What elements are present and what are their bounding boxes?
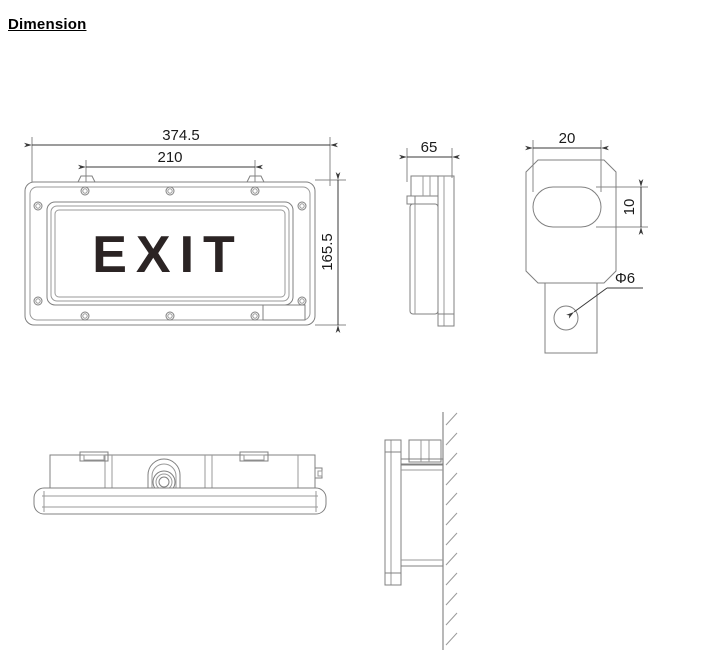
- page-title: Dimension: [8, 16, 87, 33]
- side-view: 65: [399, 139, 460, 327]
- screw-top-right: [250, 186, 260, 196]
- front-view: 374.5 210 165.5 EXIT: [24, 127, 346, 333]
- screw-group-front: [33, 186, 307, 321]
- wall-view-lens-slab: [384, 439, 402, 586]
- dimension-front-width-label: 374.5: [162, 127, 200, 144]
- bracket-slot: [532, 186, 602, 228]
- side-backplate-top: [406, 195, 416, 205]
- dimension-slot-width-label: 20: [559, 130, 576, 147]
- screw-corner-top-left: [33, 201, 43, 211]
- dimension-side-depth-label: 65: [421, 139, 438, 156]
- wall-view-lens-top-cap: [384, 439, 402, 453]
- wall-view-lens-bottom-cap: [384, 572, 402, 586]
- dimension-front-height: 165.5: [315, 172, 346, 333]
- dimension-slot-height-label: 10: [621, 199, 638, 216]
- bottom-lens-bar: [33, 487, 327, 515]
- wall-hatching: [445, 412, 458, 646]
- dimension-front-width: 374.5: [24, 127, 338, 186]
- leader-phi6: Φ6: [566, 270, 643, 319]
- wall-view-mount-bracket: [408, 439, 442, 463]
- bracket-stem: [544, 283, 598, 354]
- dimension-slot-height: 10: [596, 179, 648, 235]
- dimension-side-depth: 65: [399, 139, 460, 182]
- bottom-tab-right: [239, 451, 269, 462]
- bottom-tab-left: [79, 451, 109, 462]
- dimension-front-height-label: 165.5: [319, 233, 336, 271]
- screw-corner-bottom-left: [33, 296, 43, 306]
- dimension-slot-width: 20: [525, 130, 609, 192]
- lens-panel: [54, 209, 286, 298]
- wall-mount-view: [384, 412, 458, 650]
- side-bottom-cap: [437, 313, 455, 327]
- screw-bottom-center: [165, 311, 175, 321]
- dimension-hole-diameter-label: Φ6: [615, 270, 635, 287]
- side-top-bracket: [410, 175, 439, 197]
- label-plate: [262, 304, 306, 321]
- bracket-detail-view: 20 10 Φ6: [525, 130, 648, 354]
- wall-view-mount-plate: [400, 458, 444, 466]
- screw-bottom-left: [80, 311, 90, 321]
- dimension-mount-spacing: 210: [78, 149, 263, 182]
- bottom-view: [33, 451, 327, 515]
- wall-view-body: [400, 463, 444, 567]
- lens-frame-inner: [50, 205, 290, 302]
- side-body: [409, 203, 439, 315]
- screw-corner-top-right: [297, 201, 307, 211]
- bracket-plate-octagon: [525, 159, 617, 284]
- dimension-mount-spacing-label: 210: [157, 149, 182, 166]
- screw-bottom-right: [250, 311, 260, 321]
- side-lens-slab: [437, 175, 455, 327]
- bottom-right-connector: [314, 467, 323, 479]
- exit-legend-text: EXIT: [92, 226, 244, 284]
- lens-frame-outer: [46, 201, 294, 306]
- screw-top-center: [165, 186, 175, 196]
- screw-top-left: [80, 186, 90, 196]
- bracket-hole: [553, 305, 579, 331]
